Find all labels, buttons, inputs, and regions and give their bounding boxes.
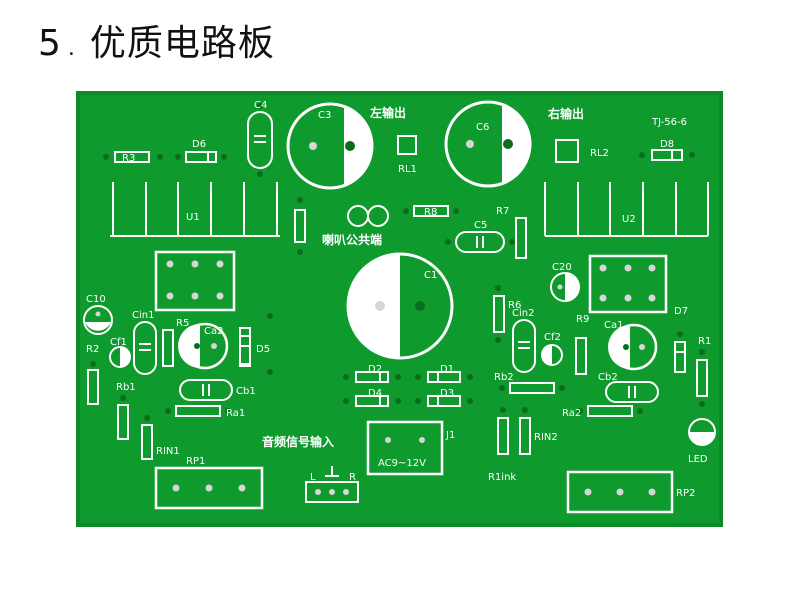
label-d5: D5	[256, 344, 270, 355]
label-d2: D2	[368, 364, 382, 375]
label-c20: C20	[552, 262, 572, 273]
label-r6: R6	[508, 300, 521, 311]
label-rb2: Rb2	[494, 372, 514, 383]
label-input-r: R	[349, 472, 356, 483]
label-rp2: RP2	[676, 488, 695, 499]
label-cin1: Cin1	[132, 310, 154, 321]
cap-c5	[455, 231, 505, 253]
label-d8: D8	[660, 139, 674, 150]
cap-cb2	[605, 381, 659, 403]
label-d4: D4	[368, 388, 382, 399]
label-r2: R2	[86, 344, 99, 355]
cap-c3	[286, 102, 374, 190]
label-r1ink: R1ink	[488, 472, 516, 483]
label-u1: U1	[186, 212, 200, 223]
diodes	[185, 149, 686, 407]
cap-c6	[444, 100, 532, 188]
label-rl2: RL2	[590, 148, 609, 159]
label-ra2: Ra2	[562, 408, 581, 419]
label-rp1: RP1	[186, 456, 205, 467]
label-audio-input: 音频信号输入	[262, 434, 334, 449]
label-rin2: RIN2	[534, 432, 558, 443]
label-model: TJ-56-6	[651, 117, 687, 128]
title-text: 优质电路板	[89, 23, 275, 64]
label-j1: J1	[445, 430, 455, 441]
label-c3: C3	[318, 110, 331, 121]
cap-c20	[550, 272, 580, 302]
cap-cf2	[541, 344, 563, 366]
pad-rl2	[555, 139, 579, 163]
cap-c10	[83, 305, 113, 335]
label-right-output: 右输出	[547, 106, 584, 121]
label-ca1: Ca1	[604, 320, 623, 331]
label-cf2: Cf2	[544, 332, 561, 343]
cap-cin1	[133, 321, 157, 375]
label-r8: R8	[424, 207, 437, 218]
label-c1: C1	[424, 270, 437, 281]
cap-ca2	[178, 322, 229, 370]
cap-c4	[247, 111, 273, 169]
connector-audio-input	[305, 466, 359, 503]
led-footprint	[688, 418, 716, 446]
label-cf1: Cf1	[110, 337, 127, 348]
connector-rp2	[566, 470, 674, 514]
heatsink-right	[544, 182, 709, 237]
label-c6: C6	[476, 122, 489, 133]
pcb-edge	[76, 91, 723, 527]
label-left-output: 左输出	[369, 105, 406, 120]
label-r3: R3	[122, 153, 135, 164]
label-d3: D3	[440, 388, 454, 399]
title-number: 5	[38, 23, 62, 64]
connector-j1	[366, 420, 444, 476]
connector-rp1	[154, 466, 264, 510]
u2-footprint	[588, 254, 668, 314]
label-speaker-common: 喇叭公共端	[322, 232, 382, 247]
cap-ca1	[608, 323, 658, 371]
label-ca2: Ca2	[204, 326, 223, 337]
label-power: AC9~12V	[378, 458, 426, 469]
label-cin2: Cin2	[512, 308, 534, 319]
cap-cf1	[109, 346, 131, 368]
label-cb2: Cb2	[598, 372, 618, 383]
label-d6: D6	[192, 139, 206, 150]
label-c10: C10	[86, 294, 106, 305]
label-u2: U2	[622, 214, 636, 225]
label-led: LED	[688, 454, 708, 465]
label-c4: C4	[254, 100, 267, 111]
cap-cb1	[179, 379, 233, 401]
cap-cin2	[512, 319, 536, 373]
label-rl1: RL1	[398, 164, 417, 175]
label-rin1: RIN1	[156, 446, 180, 457]
speaker-common-pads	[347, 205, 389, 227]
resistors	[87, 151, 708, 460]
label-d7: D7	[674, 306, 688, 317]
label-r9: R9	[576, 314, 589, 325]
pad-rl1	[397, 135, 417, 155]
label-rb1: Rb1	[116, 382, 136, 393]
cap-c1	[346, 252, 454, 360]
label-r7: R7	[496, 206, 509, 217]
label-c5: C5	[474, 220, 487, 231]
label-r1: R1	[698, 336, 711, 347]
title-dot: .	[67, 36, 76, 61]
u1-footprint	[154, 250, 236, 312]
page-title: 5. 优质电路板	[38, 14, 275, 66]
heatsink-left	[110, 182, 280, 237]
label-input-l: L	[310, 472, 316, 483]
vias	[90, 103, 705, 421]
label-ra1: Ra1	[226, 408, 245, 419]
label-cb1: Cb1	[236, 386, 256, 397]
label-r5: R5	[176, 318, 189, 329]
label-d1: D1	[440, 364, 454, 375]
